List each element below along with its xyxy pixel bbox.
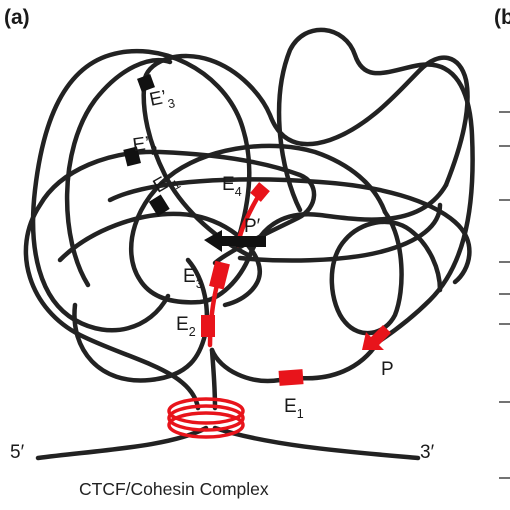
e-prime-1-box xyxy=(148,194,170,217)
panel-label-b-cut: (b xyxy=(494,6,510,29)
e4-box xyxy=(250,182,270,202)
label-e2: E2 xyxy=(176,314,196,339)
label-e-prime-3: E’3 xyxy=(148,85,177,114)
label-e1: E1 xyxy=(284,396,304,421)
label-e-prime-2: E’2 xyxy=(131,132,158,160)
label-5-prime-end: 5′ xyxy=(10,442,25,463)
element-labels: E’3 E’2 E’1 E4 P′ E3 E2 P E1 xyxy=(131,85,394,421)
ctcf-cohesin-ring xyxy=(167,397,245,439)
e3-box xyxy=(209,260,230,290)
inactive-enhancers xyxy=(123,74,170,217)
promoter-p-prime-arrow xyxy=(204,230,266,252)
e1-box xyxy=(278,369,304,386)
label-e3: E3 xyxy=(183,266,203,291)
label-p: P xyxy=(381,359,394,380)
label-e4: E4 xyxy=(222,174,242,199)
active-elements xyxy=(201,182,304,386)
e2-box xyxy=(201,315,215,337)
e-prime-3-box xyxy=(137,74,155,92)
caption-ctcf-cohesin: CTCF/Cohesin Complex xyxy=(79,479,269,499)
panel-label-a: (a) xyxy=(4,6,30,29)
e-prime-2-box xyxy=(123,146,141,167)
label-3-prime-end: 3′ xyxy=(420,442,435,463)
chromatin-fiber xyxy=(23,27,475,461)
promoter-p-arrow xyxy=(362,325,391,350)
panel-b-axis-fragment xyxy=(499,111,510,479)
label-p-prime: P′ xyxy=(244,216,261,237)
